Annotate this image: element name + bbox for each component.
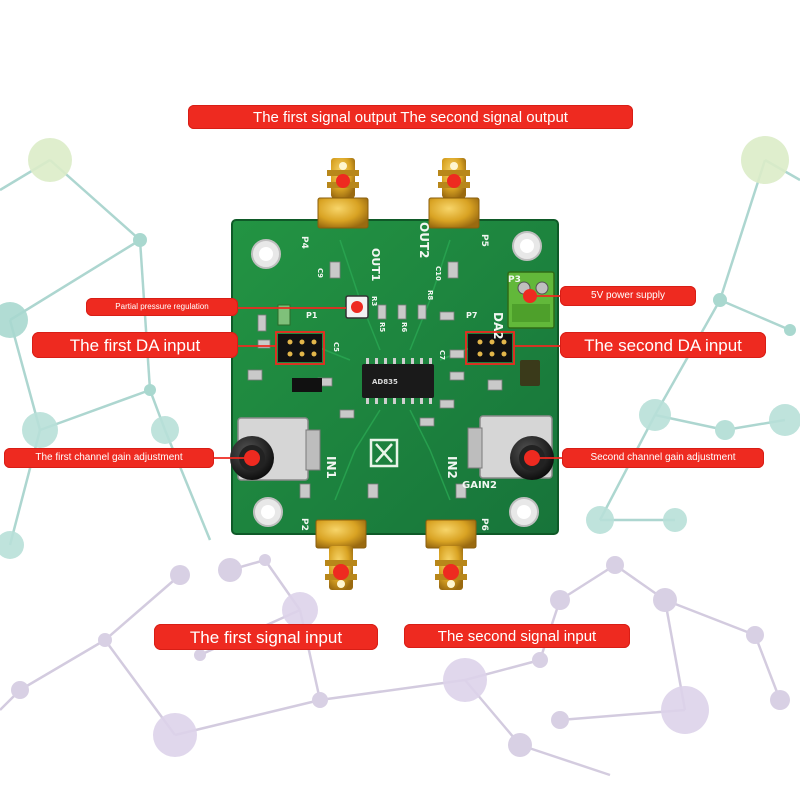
silk-in2: IN2	[445, 456, 459, 479]
silk-out1: OUT1	[369, 248, 382, 281]
silk-c7: C7	[438, 350, 446, 360]
mounting-holes	[251, 231, 542, 527]
sma-out2	[428, 158, 480, 229]
label-second-da-input: The second DA input	[560, 332, 766, 358]
silk-da2: DA2	[491, 312, 505, 340]
silk-p4: P4	[299, 236, 309, 249]
silk-p7: P7	[466, 311, 477, 320]
label-power-supply: 5V power supply	[560, 286, 696, 306]
potentiometer-gain1	[230, 417, 321, 481]
ic-chip	[362, 358, 434, 404]
silk-c9: C9	[316, 268, 324, 278]
silk-c5: C5	[332, 342, 340, 352]
label-gain1-adjustment: The first channel gain adjustment	[4, 448, 214, 468]
silk-p6: P6	[479, 518, 489, 531]
silk-in1: IN1	[324, 456, 338, 479]
label-first-signal-input: The first signal input	[154, 624, 378, 650]
callout-dots	[244, 174, 540, 580]
silk-r5: R5	[378, 322, 386, 332]
silk-p1: P1	[306, 311, 318, 320]
silk-out2: OUT2	[417, 222, 431, 258]
silk-r3: R3	[370, 296, 378, 306]
board-logo	[369, 438, 399, 468]
tantalum-capacitor	[520, 360, 540, 386]
silk-gain2: GAIN2	[462, 480, 497, 491]
pin-header-small	[292, 378, 322, 392]
silk-p3: P3	[508, 275, 521, 285]
pin-header-da1	[278, 334, 322, 362]
silk-p2: P2	[299, 518, 309, 531]
pin-header-da2	[468, 334, 512, 362]
led	[277, 304, 291, 326]
potentiometer-gain2	[467, 415, 554, 480]
pcb-board	[230, 219, 559, 535]
label-signal-outputs: The first signal output The second signa…	[188, 105, 633, 129]
silk-chip: AD835	[372, 378, 398, 386]
label-second-signal-input: The second signal input	[404, 624, 630, 648]
silk-p5: P5	[479, 234, 489, 247]
label-partial-pressure: Partial pressure regulation	[86, 298, 238, 316]
background-nodes	[0, 136, 800, 757]
label-first-da-input: The first DA input	[32, 332, 238, 358]
smd-components	[247, 261, 509, 499]
silk-r8: R8	[426, 290, 434, 300]
silk-r6: R6	[400, 322, 408, 332]
silk-c10: C10	[434, 266, 442, 281]
sma-out1	[317, 158, 369, 229]
label-gain2-adjustment: Second channel gain adjustment	[562, 448, 764, 468]
